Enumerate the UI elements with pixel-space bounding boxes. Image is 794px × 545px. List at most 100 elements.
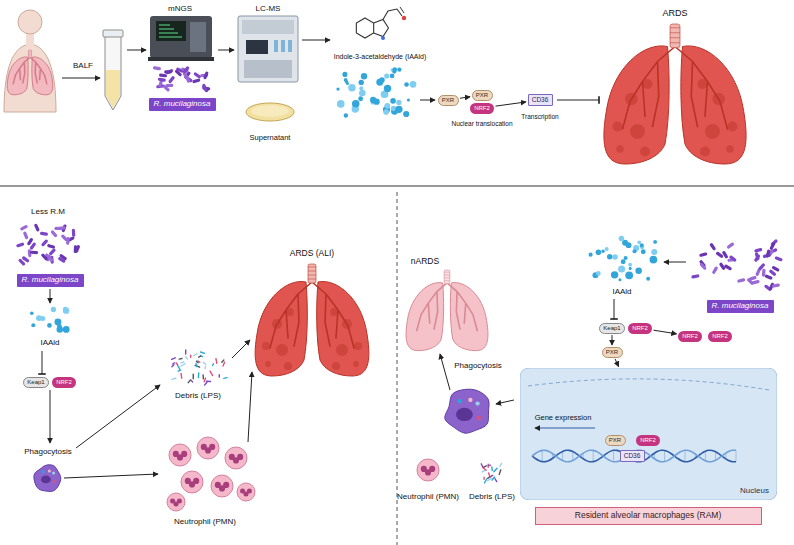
bronchial-tree: [417, 283, 447, 331]
panel-divider: [0, 185, 794, 186]
bacterium: [699, 252, 708, 257]
debris-fragment: [185, 357, 187, 359]
dna-helix: [532, 450, 736, 462]
lung-lesion: [613, 122, 623, 132]
node-text: Nucleus: [740, 487, 769, 496]
metabolite-dot: [607, 254, 612, 259]
bacterium: [18, 258, 26, 266]
bacterium: [754, 254, 761, 262]
metabolite-dot: [626, 242, 632, 248]
bacterium: [54, 227, 62, 230]
cell-type-box: Resident alveolar macrophages (RAM): [535, 507, 762, 525]
debris-fragment: [179, 358, 182, 360]
bacterium: [16, 242, 25, 248]
species-box: R. mucilaginosa: [17, 274, 84, 287]
bacterium: [183, 73, 190, 81]
bacterium: [771, 265, 780, 272]
annotation-label: Neutrophil (PMN): [174, 517, 236, 526]
debris-fragment: [222, 360, 224, 362]
debris-fragment: [223, 362, 225, 366]
debris-fragment: [483, 468, 486, 471]
species-box: R. mucilaginosa: [707, 300, 774, 313]
annotation-label: Neutrophil (PMN): [397, 492, 459, 501]
ards-panel: [16, 223, 369, 511]
inhibition-line: [557, 100, 599, 101]
gene-box: CD36: [528, 94, 553, 106]
bronchial-tree: [447, 283, 477, 331]
node-text: NRF2: [632, 325, 648, 332]
bacterium: [153, 66, 161, 70]
metabolite-dot: [31, 323, 35, 327]
metabolite-dot: [348, 84, 355, 91]
neutrophil-cell: [167, 493, 185, 511]
debris-fragment: [491, 467, 493, 470]
bacterium: [737, 278, 746, 283]
bacterium: [712, 266, 719, 275]
metabolite-dot: [637, 241, 641, 245]
lung-lobe: [406, 283, 444, 351]
lung-lesion: [336, 344, 348, 356]
metabolite-dot: [47, 323, 52, 328]
metabolite-dot: [373, 98, 379, 104]
protein-pill: Keap1: [23, 377, 49, 388]
debris-fragment: [495, 479, 497, 482]
debris-fragment: [483, 466, 486, 468]
metabolite-dot: [611, 271, 618, 278]
metabolite-dot: [618, 265, 625, 272]
arrow-line: [218, 50, 234, 51]
node-text: PXR: [476, 92, 488, 99]
species-box: R. mucilaginosa: [149, 98, 216, 111]
neutrophil-cell: [169, 444, 191, 466]
lung-lobe: [681, 46, 746, 164]
debris-fragment: [191, 380, 192, 382]
sample-tube: [103, 30, 123, 110]
lungs-illustration: [255, 264, 369, 376]
bacteria-cluster: [16, 223, 81, 266]
bacterium: [748, 276, 757, 281]
metabolite-dot: [629, 267, 632, 270]
metabolite-dot: [641, 249, 646, 254]
bronchial-tree: [30, 57, 47, 83]
protein-pill: NRF2: [628, 323, 652, 334]
metabolite-dot: [359, 90, 366, 97]
bacterium: [29, 242, 36, 250]
petri-dish: [246, 103, 294, 121]
metabolite-dots: [336, 67, 416, 117]
node-text: Keap1: [603, 325, 620, 332]
metabolite-dot: [633, 249, 637, 253]
metabolite-dot: [40, 316, 45, 321]
lcms-machine: [238, 16, 298, 82]
lung-lesion: [705, 124, 720, 139]
gene-box: CD36: [620, 450, 645, 462]
metabolite-dots: [589, 236, 658, 282]
bacterium: [30, 251, 38, 255]
bacterium: [159, 73, 167, 77]
protein-pill: NRF2: [708, 331, 732, 342]
node-text: PXR: [609, 437, 621, 444]
lung-lesion: [262, 342, 270, 350]
protein-pill: NRF2: [470, 103, 494, 114]
lung-lesion: [630, 124, 645, 139]
node-text: PXR: [606, 349, 618, 356]
connector-arrow: [612, 335, 613, 345]
trachea-ring: [444, 277, 450, 278]
bacterium: [20, 225, 29, 231]
indole-structure: [356, 7, 406, 40]
bacterium: [203, 71, 209, 80]
trachea-ring: [308, 267, 316, 268]
trachea-ring: [308, 275, 316, 276]
node-text: R. mucilaginosa: [22, 276, 79, 285]
bacteria-cluster: [691, 239, 783, 292]
metabolite-dot: [410, 81, 417, 88]
annotation-label: nARDS: [411, 257, 439, 267]
trachea-ring: [670, 32, 680, 33]
debris-fragment: [188, 380, 190, 383]
trachea: [28, 50, 31, 58]
annotation-label: Debris (LPS): [469, 492, 515, 501]
bacterium: [699, 262, 707, 270]
debris-fragment: [492, 477, 494, 480]
lung-lesion: [284, 362, 292, 370]
arrow-line: [664, 262, 686, 263]
human-figure: [4, 10, 56, 112]
bacterium: [74, 245, 80, 254]
